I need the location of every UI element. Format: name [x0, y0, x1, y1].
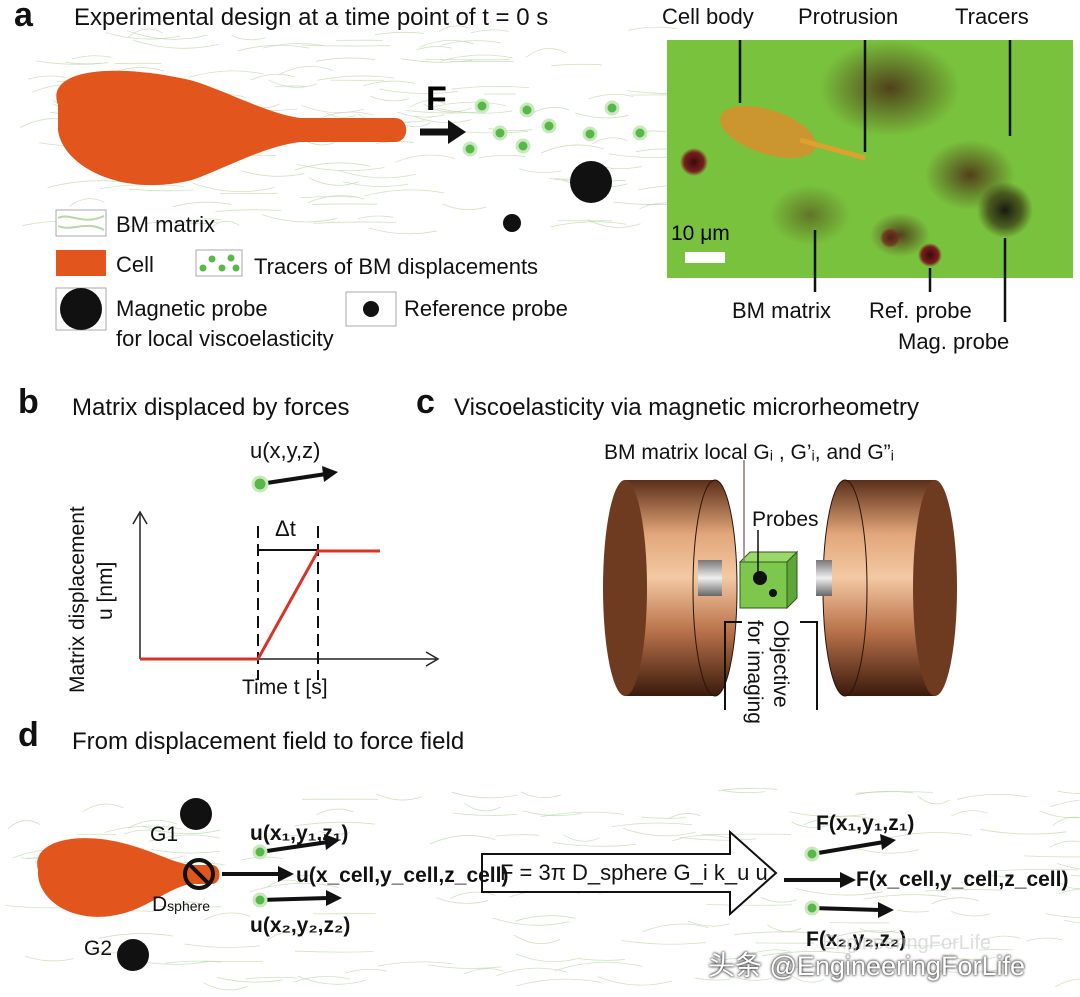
reference-probe [503, 214, 521, 232]
legend-reference-probe-icon [363, 301, 379, 317]
panel-d-letter: d [18, 716, 39, 754]
cell-shape-d [37, 838, 220, 917]
legend-tracers: Tracers of BM displacements [254, 254, 539, 279]
y-axis-label-line2: u [nm] [94, 561, 117, 620]
micro-scale-label: 10 μm [671, 222, 730, 245]
panel-c-letter: c [416, 383, 435, 421]
panel-b-title: Matrix displaced by forces [72, 394, 350, 421]
legend-bm-matrix: BM matrix [116, 212, 215, 237]
micro-ref-probe-label: Ref. probe [869, 298, 972, 323]
force-arrow [448, 120, 466, 144]
equation-arrow [481, 829, 778, 917]
g1-label: G1 [150, 823, 179, 846]
panel-a-title: Experimental design at a time point of t… [74, 4, 549, 31]
micrograph [667, 40, 1073, 322]
f2-label: F(x₂,y₂,z₂) [806, 928, 907, 951]
microrheometer [603, 460, 957, 710]
g2-label: G2 [84, 937, 113, 960]
x-axis-label: Time t [s] [242, 676, 328, 699]
probe-large [753, 571, 767, 585]
sample-cube [739, 561, 788, 609]
micro-cell-body-label: Cell body [662, 4, 754, 29]
magnetic-probe [570, 161, 612, 203]
micrograph-ref-probe [918, 243, 942, 267]
scale-bar [685, 252, 725, 263]
f-cell-label: F(x_cell,y_cell,z_cell) [856, 868, 1069, 891]
u1-label: u(x₁,y₁,z₁) [250, 822, 349, 845]
micro-mag-probe-label: Mag. probe [898, 329, 1010, 354]
d-sphere-probe [183, 858, 215, 890]
legend-magnetic-probe-line1: Magnetic probe [116, 296, 268, 321]
panel-c-title: Viscoelasticity via magnetic microrheome… [454, 394, 920, 421]
panel-a-schematic: F [55, 70, 648, 331]
micro-tracers-label: Tracers [955, 4, 1029, 29]
legend-cell: Cell [116, 252, 154, 277]
legend-cell-swatch [56, 250, 106, 276]
cell-shape [56, 70, 407, 186]
objective-label-line1: Objective [769, 620, 792, 708]
y-axis-label-line1: Matrix displacement [66, 506, 89, 693]
micrograph-cell-body [719, 105, 817, 159]
force-equation: F = 3π D_sphere G_i k_u u [500, 860, 768, 885]
probes-label: Probes [752, 508, 819, 531]
local-modulus-label: BM matrix local Gᵢ , G’ᵢ, and G”ᵢ [604, 441, 894, 464]
u2-label: u(x₂,y₂,z₂) [250, 914, 351, 937]
d-sphere-label: Dsphere [152, 893, 210, 916]
g1-probe [180, 798, 212, 830]
legend-magnetic-probe-icon [60, 288, 102, 330]
probe-small [769, 589, 777, 597]
objective-label-line2: for imaging [743, 620, 766, 724]
u-vector-label: u(x,y,z) [250, 438, 321, 463]
panel-a-letter: a [14, 0, 33, 34]
panel-b-letter: b [18, 383, 39, 421]
micro-protrusion-label: Protrusion [798, 4, 899, 29]
watermark-faded: EngineeringForLife [822, 932, 991, 954]
micro-bm-matrix-label: BM matrix [732, 298, 831, 323]
force-label: F [426, 80, 447, 118]
tracers [462, 98, 648, 157]
displacement-curve [140, 549, 380, 661]
u-vector-tracer [251, 475, 269, 493]
f1-label: F(x₁,y₁,z₁) [816, 812, 915, 835]
delta-t-label: Δt [275, 516, 296, 541]
u-cell-label: u(x_cell,y_cell,z_cell) [296, 864, 509, 887]
watermark: 头条 @EngineeringForLife [708, 951, 1026, 981]
panel-d-title: From displacement field to force field [72, 728, 465, 755]
legend-reference-probe: Reference probe [404, 296, 568, 321]
micrograph-mag-probe [977, 182, 1033, 238]
displacement-plot [132, 466, 440, 680]
force-field-diagram [37, 798, 896, 971]
g2-probe [117, 939, 149, 971]
legend-magnetic-probe-line2: for local viscoelasticity [116, 326, 334, 351]
